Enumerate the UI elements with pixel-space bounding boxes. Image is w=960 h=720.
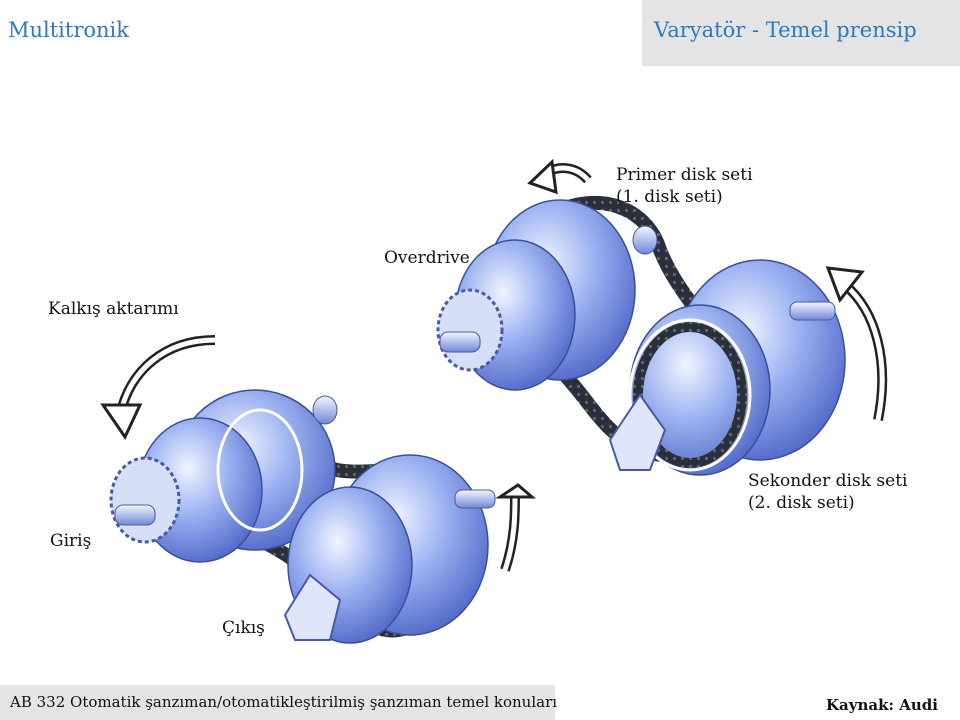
lower-primary-shaft [114, 504, 156, 526]
primary-gear [436, 288, 504, 372]
arrow-output-rotation-inner-icon [502, 494, 518, 571]
secondary-ring [628, 318, 752, 472]
upper-variator [436, 195, 846, 476]
secondary-shaft [789, 301, 836, 321]
arrow-output-head-icon [495, 483, 537, 499]
label-secondary-set-line1: Sekonder disk seti [748, 471, 908, 491]
label-output: Çıkış [222, 618, 265, 638]
lower-bevel-gear [283, 573, 342, 641]
brand-title: Multitronik [8, 18, 129, 42]
lower-primary-ring [216, 408, 304, 532]
primary-shaft [439, 331, 481, 353]
footer-caption-panel: AB 332 Otomatik şanzıman/otomatikleştiri… [0, 685, 558, 720]
arrow-secondary-rotation-inner-icon [843, 283, 885, 421]
lower-primary-shaft-end [312, 395, 338, 425]
lower-primary-gear [109, 456, 181, 544]
label-launch: Kalkış aktarımı [48, 299, 179, 319]
label-overdrive: Overdrive [384, 248, 470, 268]
label-secondary-set-line2: (2. disk seti) [748, 493, 855, 513]
secondary-bevel-gear [608, 393, 667, 471]
footer-caption: AB 332 Otomatik şanzıman/otomatikleştiri… [10, 693, 558, 711]
primary-shaft-end [632, 225, 658, 255]
footer-source: Kaynak: Audi [826, 696, 938, 714]
arrow-launch-head-icon [100, 403, 143, 441]
lower-secondary-shaft [454, 489, 496, 509]
secondary-chain-wrap [633, 322, 747, 468]
arrow-secondary-head-icon [825, 266, 865, 304]
arrow-primary-head-icon [527, 158, 558, 195]
rotation-arrows [100, 158, 888, 572]
arrow-launch-rotation-inner-icon [117, 337, 216, 416]
slide-title: Varyatör - Temel prensip [654, 18, 917, 42]
label-input: Giriş [50, 531, 92, 551]
label-primary-set-line1: Primer disk seti [616, 165, 753, 185]
title-panel: Varyatör - Temel prensip [642, 0, 960, 66]
lower-variator [109, 389, 496, 644]
label-primary-set-line2: (1. disk seti) [616, 187, 723, 207]
